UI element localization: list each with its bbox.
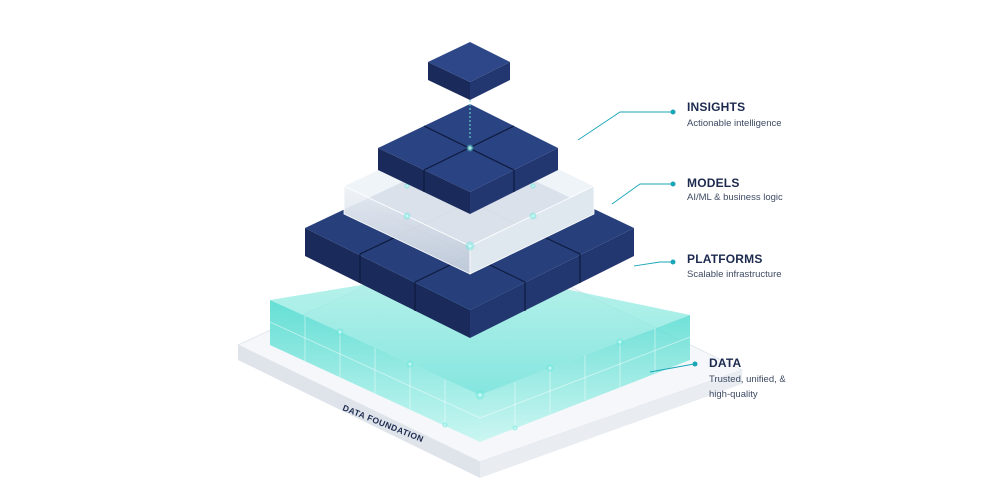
insights-subtitle: Actionable intelligence xyxy=(687,118,782,129)
apex-cube xyxy=(428,42,510,140)
apex-cube-right xyxy=(470,62,510,100)
apex-cube-left xyxy=(428,62,470,100)
callout-dot-insights xyxy=(670,109,676,115)
callout-line-platforms xyxy=(633,261,672,267)
models-glow-points xyxy=(403,183,537,251)
callout-dot-platforms xyxy=(670,259,676,265)
insights-glow-point xyxy=(466,144,474,152)
platforms-title: PLATFORMS xyxy=(687,252,763,266)
data-subtitle: Trusted, unified, & high-quality xyxy=(709,372,819,402)
platforms-right-side xyxy=(470,228,634,338)
apex-cube-top xyxy=(428,42,510,82)
callout-dot-data xyxy=(692,361,698,367)
callout-line-data xyxy=(649,363,695,373)
callout-dots xyxy=(670,109,698,367)
data-subtitle-line-2: high-quality xyxy=(709,389,758,400)
platforms-subtitle: Scalable infrastructure xyxy=(687,269,782,280)
insights-layer xyxy=(378,104,558,214)
base-plate-right-side xyxy=(480,370,742,478)
data-layer-glow-points xyxy=(336,328,624,431)
callout-line-models xyxy=(611,183,672,205)
data-layer-grid xyxy=(269,316,691,428)
insights-title: INSIGHTS xyxy=(687,100,746,114)
data-title: DATA xyxy=(709,356,742,370)
base-plate-left-side xyxy=(238,345,480,478)
callout-line-insights xyxy=(577,111,672,141)
callout-lines xyxy=(577,111,695,373)
data-subtitle-line-1: Trusted, unified, & xyxy=(709,374,786,385)
models-title: MODELS xyxy=(687,176,740,190)
platforms-left-side xyxy=(305,228,470,338)
models-subtitle: AI/ML & business logic xyxy=(687,192,783,203)
callout-dot-models xyxy=(670,181,676,187)
